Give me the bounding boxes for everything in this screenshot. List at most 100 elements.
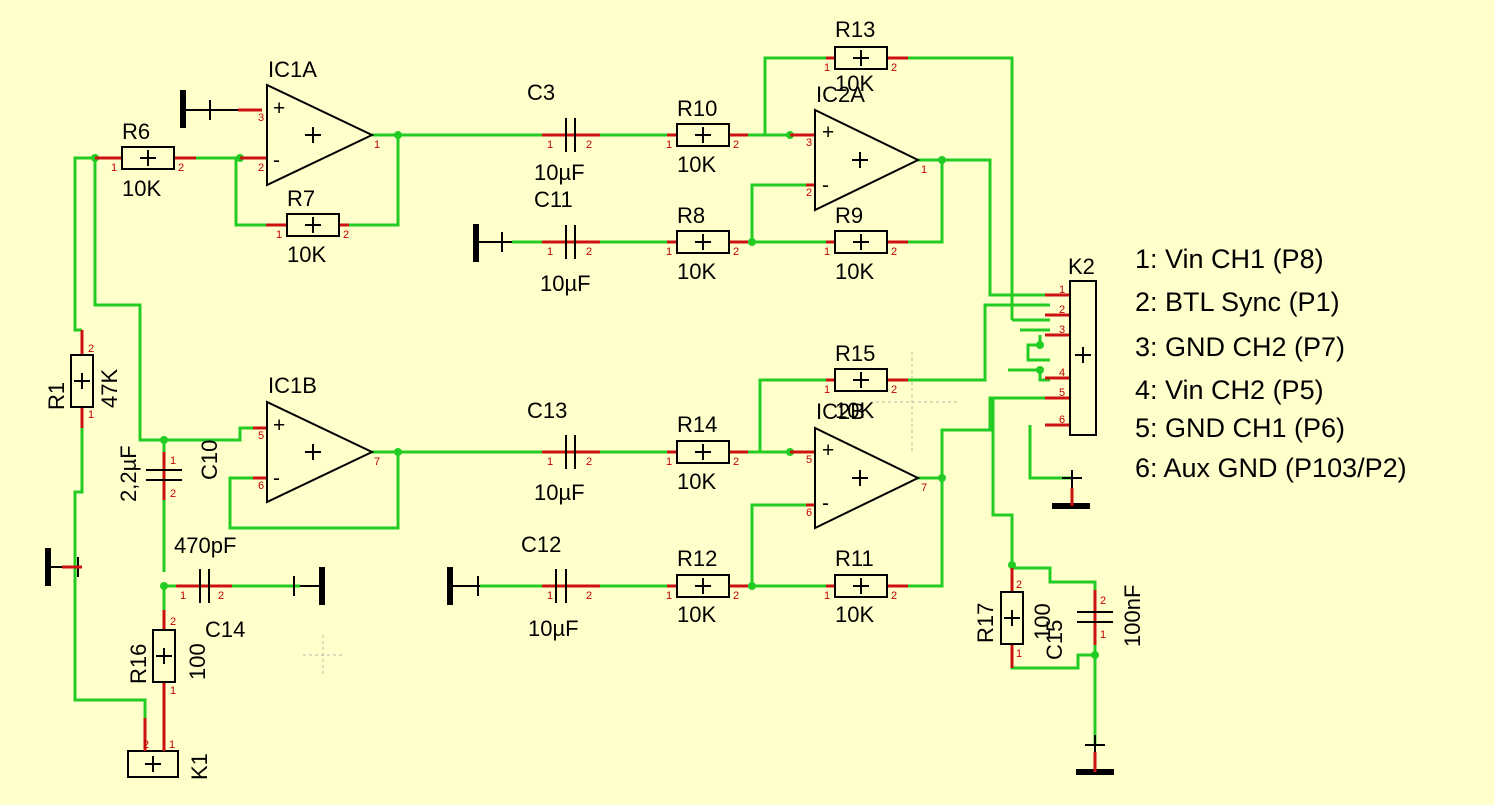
svg-text:2: 2	[891, 590, 897, 602]
r13-name: R13	[835, 17, 875, 42]
r8-name: R8	[677, 203, 705, 228]
svg-text:1: 1	[666, 246, 672, 258]
svg-text:1: 1	[921, 164, 927, 176]
svg-text:+: +	[822, 439, 834, 462]
svg-text:1: 1	[547, 246, 553, 258]
r6-value: 10K	[122, 176, 161, 201]
svg-text:1: 1	[276, 229, 282, 241]
r17-name: R17	[973, 603, 998, 643]
ic2a-label: IC2A	[816, 82, 865, 107]
svg-text:2: 2	[170, 488, 176, 500]
r9-name: R9	[835, 203, 863, 228]
ground-symbol	[473, 224, 512, 262]
svg-text:7: 7	[374, 456, 380, 468]
svg-text:1: 1	[374, 139, 380, 151]
crosshair-marks	[303, 352, 960, 675]
c11-value: 10µF	[540, 271, 591, 296]
svg-text:+: +	[822, 121, 834, 144]
svg-text:2: 2	[258, 162, 264, 174]
svg-text:1: 1	[824, 62, 830, 74]
svg-text:1: 1	[170, 455, 176, 467]
ic2b-label: IC2B	[816, 399, 865, 424]
r11-name: R11	[835, 546, 874, 571]
r14-name: R14	[677, 412, 717, 437]
c14-value: 470pF	[174, 533, 236, 558]
opamp-ic2b: + - 5 6 7 IC2B	[790, 399, 927, 530]
opamp-ic2a: + - 3 2 1 IC2A	[790, 82, 927, 212]
legend-line-1: 1: Vin CH1 (P8)	[1135, 244, 1324, 274]
legend-line-6: 6: Aux GND (P103/P2)	[1135, 453, 1407, 483]
resistor-r1: 21 R1 47K	[44, 330, 122, 428]
resistor-r13: 1 2 R13 10K	[824, 17, 908, 96]
svg-text:2: 2	[170, 616, 176, 628]
svg-text:1: 1	[666, 456, 672, 468]
svg-text:5: 5	[1059, 387, 1065, 399]
r8-value: 10K	[677, 259, 716, 284]
ground-symbol	[447, 567, 480, 605]
c3-value: 10µF	[534, 160, 585, 185]
svg-text:2: 2	[178, 162, 184, 174]
svg-text:-: -	[822, 174, 829, 197]
svg-text:2: 2	[891, 62, 897, 74]
ground-symbol	[45, 548, 82, 586]
c12-name: C12	[521, 532, 561, 557]
svg-text:3: 3	[258, 112, 264, 124]
svg-text:1: 1	[666, 139, 672, 151]
c11-name: C11	[534, 187, 573, 212]
svg-text:1: 1	[111, 162, 117, 174]
r6-name: R6	[122, 119, 150, 144]
svg-text:4: 4	[1059, 367, 1065, 379]
r11-value: 10K	[835, 602, 874, 627]
r10-value: 10K	[677, 152, 716, 177]
c15-value: 100nF	[1120, 585, 1145, 647]
svg-text:3: 3	[806, 137, 812, 149]
svg-text:5: 5	[258, 430, 264, 442]
k1-label: K1	[187, 753, 212, 780]
svg-text:+: +	[273, 97, 285, 120]
svg-text:7: 7	[921, 482, 927, 494]
svg-text:1: 1	[170, 685, 176, 697]
svg-text:1: 1	[1016, 648, 1022, 660]
ground-symbol	[180, 90, 262, 128]
svg-text:1: 1	[547, 590, 553, 602]
r15-value: 10K	[835, 398, 874, 423]
svg-text:2: 2	[891, 384, 897, 396]
svg-text:2: 2	[343, 229, 349, 241]
r7-name: R7	[287, 186, 315, 211]
svg-text:1: 1	[547, 456, 553, 468]
svg-text:1: 1	[180, 590, 186, 602]
svg-text:2: 2	[733, 590, 739, 602]
ground-symbol	[1052, 470, 1090, 509]
svg-text:2: 2	[218, 590, 224, 602]
ic1b-label: IC1B	[268, 373, 317, 398]
c13-value: 10µF	[534, 480, 585, 505]
svg-text:1: 1	[88, 409, 94, 421]
ground-symbol	[1076, 735, 1114, 775]
svg-text:2: 2	[891, 246, 897, 258]
capacitor-c15: 21 C15 100nF	[1042, 585, 1145, 660]
r9-value: 10K	[835, 259, 874, 284]
r16-name: R16	[126, 644, 151, 684]
svg-text:2: 2	[806, 187, 812, 199]
svg-text:2: 2	[1100, 595, 1106, 607]
svg-text:3: 3	[1059, 324, 1065, 336]
svg-text:2: 2	[733, 139, 739, 151]
legend-line-3: 3: GND CH2 (P7)	[1135, 332, 1345, 362]
svg-text:2: 2	[88, 343, 94, 355]
svg-text:1: 1	[824, 384, 830, 396]
pinout-legend: 1: Vin CH1 (P8) 2: BTL Sync (P1) 3: GND …	[1135, 244, 1407, 483]
r13-value: 10K	[835, 71, 874, 96]
legend-line-5: 5: GND CH1 (P6)	[1135, 413, 1345, 443]
r12-value: 10K	[677, 602, 716, 627]
